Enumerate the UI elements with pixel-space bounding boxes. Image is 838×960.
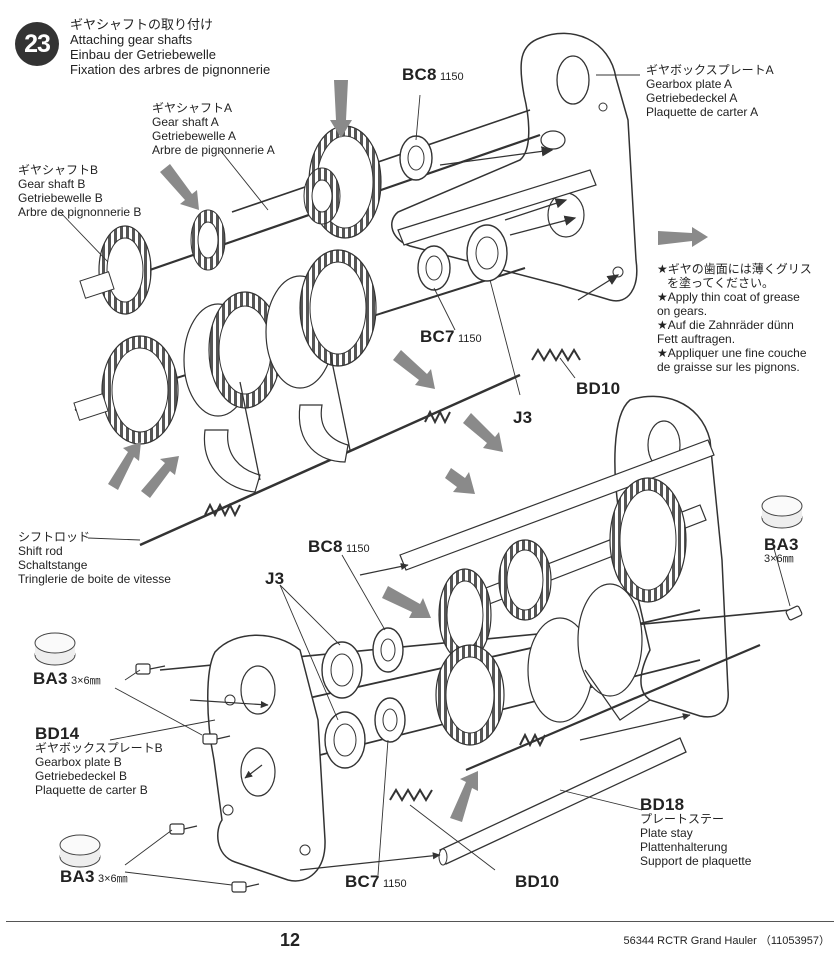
label-plate-stay-de: Plattenhalterung [640,840,728,854]
label-gearbox-plate-b-fr: Plaquette de carter B [35,783,148,797]
label-gear-shaft-a-en: Gear shaft A [152,115,219,129]
gearbox-internals-assembled [435,477,687,746]
label-gearbox-plate-a-en: Gearbox plate A [646,77,733,91]
screws-ba3 [135,605,803,893]
plate-stay-top [397,169,597,246]
grease-note-line: ★Appliquer une fine couche [657,346,807,360]
part-j3-bottom: J3 [265,569,285,588]
grease-note-line: ★ギヤの歯面には薄くグリス [657,262,812,276]
part-bc7-top-code: BC7 [420,327,455,346]
grease-note-line: de graisse sur les pignons. [657,360,800,374]
part-ba3-left-top-code: BA3 [33,669,68,688]
grease-note-line: on gears. [657,304,708,318]
part-bd18-code: BD18 [640,795,685,814]
label-gear-shaft-b-de: Getriebewelle B [18,191,103,205]
step-title-ja: ギヤシャフトの取り付け [70,17,214,32]
label-gear-shaft-b-fr: Arbre de pignonnerie B [18,205,142,219]
part-bc7-bottom: BC7 1150 [345,872,407,891]
part-bd10-top-code: BD10 [576,379,621,398]
label-gear-shaft-b-ja: ギヤシャフトB [18,163,99,177]
label-plate-stay-fr: Support de plaquette [640,854,752,868]
manual-reference: 56344 RCTR Grand Hauler （11053957） [623,935,830,947]
label-gearbox-plate-a: ギヤボックスプレートA Gearbox plate A Getriebedeck… [646,63,774,119]
label-shift-rod-ja: シフトロッド [18,530,91,544]
label-gear-shaft-a-fr: Arbre de pignonnerie A [152,143,275,157]
part-bd10-top: BD10 [576,379,621,398]
gear-shaft-a-gears [303,125,382,239]
label-plate-stay-en: Plate stay [640,826,693,840]
step-title-de: Einbau der Getriebewelle [70,47,216,62]
label-gearbox-plate-a-de: Getriebedeckel A [646,91,738,105]
part-ba3-left-bottom-size: 3×6㎜ [97,873,128,885]
part-ba3-left-top-size: 3×6㎜ [70,675,101,687]
part-ba3-left-bottom: BA3 3×6㎜ [60,867,128,886]
grease-arrows-bottom [382,586,478,822]
part-bd10-bottom-code: BD10 [515,872,560,891]
label-shift-rod-fr: Tringlerie de boite de vitesse [18,572,171,586]
screw-pack-icons [34,495,803,868]
grease-note-line: ★Auf die Zahnräder dünn [657,318,794,332]
part-j3-bottom-code: J3 [265,569,285,588]
label-gearbox-plate-a-fr: Plaquette de carter A [646,105,759,119]
part-bc7-top-qty: 1150 [457,333,482,345]
label-gearbox-plate-a-ja: ギヤボックスプレートA [646,63,774,77]
label-shift-rod: シフトロッド Shift rod Schaltstange Tringlerie… [18,530,171,586]
part-ba3-left-top: BA3 3×6㎜ [33,669,101,688]
label-gearbox-plate-b: BD14 ギヤボックスプレートB Gearbox plate B Getrieb… [35,724,163,797]
step-title-en: Attaching gear shafts [70,32,193,47]
part-ba3-right-size: 3×6㎜ [764,553,794,565]
label-gearbox-plate-b-ja: ギヤボックスプレートB [35,741,163,755]
label-gearbox-plate-b-en: Gearbox plate B [35,755,122,769]
step-title-fr: Fixation des arbres de pignonnerie [70,62,271,77]
gear-shaft-b-gears [79,209,226,315]
label-shift-rod-en: Shift rod [18,544,63,558]
label-plate-stay-ja: プレートステー [640,812,725,826]
footer-divider [6,921,834,922]
step-number-badge: 23 [15,22,59,66]
label-gear-shaft-b: ギヤシャフトB Gear shaft B Getriebewelle B Arb… [18,163,141,219]
part-bc7-bottom-qty: 1150 [382,878,407,890]
part-ba3-left-bottom-code: BA3 [60,867,95,886]
label-gearbox-plate-b-de: Getriebedeckel B [35,769,128,783]
part-bd14-code: BD14 [35,724,80,743]
part-bc8-bottom-qty: 1150 [345,543,370,555]
grease-note-line: を塗ってください。 [667,276,775,290]
label-gear-shaft-a-de: Getriebewelle A [152,129,237,143]
part-j3-top: J3 [513,408,533,427]
label-gear-shaft-b-en: Gear shaft B [18,177,86,191]
grease-note: ★ギヤの歯面には薄くグリス を塗ってください。 ★Apply thin coat… [657,262,812,374]
label-gear-shaft-a-ja: ギヤシャフトA [152,101,233,115]
grease-note-line: Fett auftragen. [657,332,736,346]
page-number: 12 [280,930,301,950]
part-bc8-top-qty: 1150 [439,71,464,83]
leader-lines [59,74,791,886]
grease-note-line: ★Apply thin coat of grease [657,290,800,304]
part-bc8-bottom-code: BC8 [308,537,343,556]
spring-bd10-top [531,348,581,362]
part-bd10-bottom: BD10 [515,872,560,891]
label-plate-stay: BD18 プレートステー Plate stay Plattenhalterung… [640,795,752,868]
part-bc8-top: BC8 1150 [402,65,464,84]
grease-arrows-top [108,80,708,498]
part-bc8-bottom: BC8 1150 [308,537,370,556]
part-bc7-bottom-code: BC7 [345,872,380,891]
main-gear-cluster [73,249,377,493]
label-shift-rod-de: Schaltstange [18,558,88,572]
part-ba3-right-code: BA3 [764,535,799,554]
spring-bd10-bottom [389,788,433,802]
part-ba3-right: BA3 3×6㎜ [764,535,799,566]
shift-rod-spring [204,502,241,518]
part-j3-top-code: J3 [513,408,533,427]
label-gear-shaft-a: ギヤシャフトA Gear shaft A Getriebewelle A Arb… [152,101,275,157]
part-bc7-top: BC7 1150 [420,327,482,346]
part-bc8-top-code: BC8 [402,65,437,84]
step-title: ギヤシャフトの取り付け Attaching gear shafts Einbau… [70,17,270,77]
